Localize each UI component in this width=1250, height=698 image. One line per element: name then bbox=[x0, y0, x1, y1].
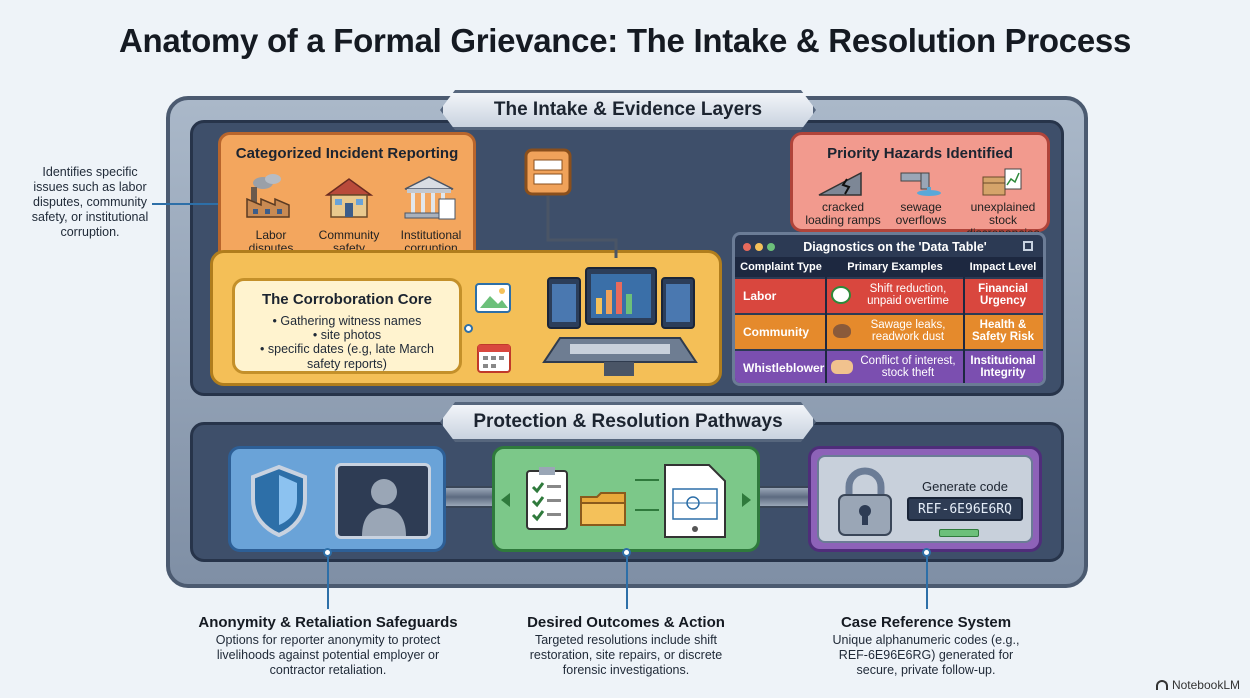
pipe-left bbox=[444, 486, 494, 508]
notebooklm-logo-icon bbox=[1155, 680, 1168, 690]
left-note: Identifies specific issues such as labor… bbox=[31, 165, 149, 239]
outcomes-dot bbox=[622, 548, 631, 557]
close-dot-icon bbox=[743, 243, 751, 251]
outcomes-connector bbox=[626, 557, 628, 609]
row-type: Community bbox=[743, 325, 809, 339]
row-type: Labor bbox=[743, 289, 777, 303]
row-type: Whistleblower bbox=[743, 361, 825, 375]
sewage-pipe-icon bbox=[900, 172, 941, 196]
person-silhouette-icon bbox=[362, 479, 406, 536]
anonymity-dot bbox=[323, 548, 332, 557]
hazards-title: Priority Hazards Identified bbox=[827, 145, 1013, 162]
row-example: Sawage leaks, readwork dust bbox=[870, 319, 946, 343]
note-case-reference: Case Reference System Unique alphanumeri… bbox=[786, 614, 1066, 678]
courthouse-icon bbox=[404, 176, 456, 220]
row-example: Shift reduction, unpaid overtime bbox=[867, 283, 949, 307]
pipe-right bbox=[758, 486, 812, 508]
checklist-icon bbox=[526, 467, 568, 530]
photo-icon bbox=[475, 283, 511, 313]
header-primary-examples: Primary Examples bbox=[847, 261, 943, 273]
incident-title: Categorized Incident Reporting bbox=[235, 145, 459, 162]
row-impact: Institutional Integrity bbox=[970, 355, 1036, 379]
blueprint-document-icon bbox=[664, 464, 726, 538]
note-anonymity: Anonymity & Retaliation Safeguards Optio… bbox=[188, 614, 468, 678]
watermark: NotebookLM bbox=[1155, 678, 1240, 692]
anonymity-panel bbox=[228, 446, 446, 552]
diagnostics-table: Diagnostics on the 'Data Table' Complain… bbox=[732, 232, 1046, 386]
right-arrow-icon bbox=[742, 493, 751, 507]
reference-code-display: REF-6E96E6RQ bbox=[907, 497, 1023, 521]
table-col-divider bbox=[963, 257, 965, 383]
arrows-icon bbox=[635, 509, 659, 511]
page-title: Anatomy of a Formal Grievance: The Intak… bbox=[118, 22, 1131, 59]
note-text: Targeted resolutions include shift resto… bbox=[529, 633, 723, 677]
corroboration-title: The Corroboration Core bbox=[261, 291, 432, 308]
header-complaint-type: Complaint Type bbox=[740, 261, 822, 273]
hazards-panel: Priority Hazards Identified cracked load… bbox=[790, 132, 1050, 240]
table-row: Whistleblower Conflict of interest, stoc… bbox=[735, 351, 1043, 383]
leak-icon bbox=[833, 324, 851, 338]
note-title: Desired Outcomes & Action bbox=[527, 614, 725, 631]
watermark-text: NotebookLM bbox=[1171, 678, 1240, 692]
grid-icon bbox=[1023, 241, 1033, 251]
padlock-icon bbox=[838, 467, 892, 536]
generate-code-button[interactable] bbox=[939, 529, 979, 537]
note-outcomes: Desired Outcomes & Action Targeted resol… bbox=[486, 614, 766, 678]
outcomes-panel bbox=[492, 446, 760, 552]
code-dot bbox=[922, 548, 931, 557]
note-text: Unique alphanumeric codes (e.g., REF-6E9… bbox=[832, 633, 1020, 677]
table-header-row: Complaint Type Primary Examples Impact L… bbox=[735, 257, 1043, 277]
note-title: Case Reference System bbox=[840, 614, 1012, 631]
row-impact: Financial Urgency bbox=[978, 283, 1028, 307]
note-text: Options for reporter anonymity to protec… bbox=[215, 633, 441, 677]
maximize-dot-icon bbox=[767, 243, 775, 251]
calendar-icon bbox=[477, 344, 511, 373]
left-arrow-icon bbox=[501, 493, 510, 507]
corroboration-bullet-2: • specific dates (e.g, late March safety… bbox=[260, 342, 434, 371]
factory-icon bbox=[246, 174, 290, 218]
bottom-banner: Protection & Resolution Pathways bbox=[440, 402, 816, 442]
incident-panel: Categorized Incident Reporting Labor dis… bbox=[218, 132, 476, 262]
generate-code-label: Generate code bbox=[921, 479, 1008, 494]
table-title: Diagnostics on the 'Data Table' bbox=[803, 240, 987, 254]
left-note-connector bbox=[152, 203, 232, 205]
corroboration-dot bbox=[464, 324, 473, 333]
house-icon bbox=[324, 178, 374, 218]
window-controls bbox=[743, 243, 783, 253]
corroboration-bullet-1: • site photos bbox=[312, 328, 382, 342]
note-title: Anonymity & Retaliation Safeguards bbox=[198, 614, 458, 631]
table-col-divider bbox=[825, 257, 827, 383]
stock-box-icon bbox=[982, 168, 1022, 196]
code-connector bbox=[926, 557, 928, 609]
code-panel: Generate code REF-6E96E6RQ bbox=[808, 446, 1042, 552]
shield-icon bbox=[251, 464, 307, 538]
hazards-label-1: sewage overflows bbox=[895, 200, 947, 227]
avatar bbox=[335, 463, 431, 539]
row-example: Conflict of interest, stock theft bbox=[860, 355, 956, 379]
corroboration-panel: The Corroboration Core • Gathering witne… bbox=[232, 278, 462, 374]
anonymity-connector bbox=[327, 557, 329, 609]
money-icon bbox=[831, 286, 851, 304]
folder-icon bbox=[580, 492, 626, 526]
arrows-icon bbox=[635, 479, 659, 481]
handshake-icon bbox=[831, 360, 853, 374]
computer-workstation-icon bbox=[524, 148, 698, 376]
table-row: Labor Shift reduction, unpaid overtime F… bbox=[735, 279, 1043, 313]
corroboration-bullet-0: • Gathering witness names bbox=[272, 314, 422, 328]
cracked-ramp-icon bbox=[818, 171, 862, 196]
table-row: Community Sawage leaks, readwork dust He… bbox=[735, 315, 1043, 349]
top-banner: The Intake & Evidence Layers bbox=[440, 90, 816, 130]
minimize-dot-icon bbox=[755, 243, 763, 251]
header-impact-level: Impact Level bbox=[969, 261, 1037, 273]
row-impact: Health & Safety Risk bbox=[971, 319, 1034, 343]
hazards-label-0: cracked loading ramps bbox=[805, 200, 881, 227]
